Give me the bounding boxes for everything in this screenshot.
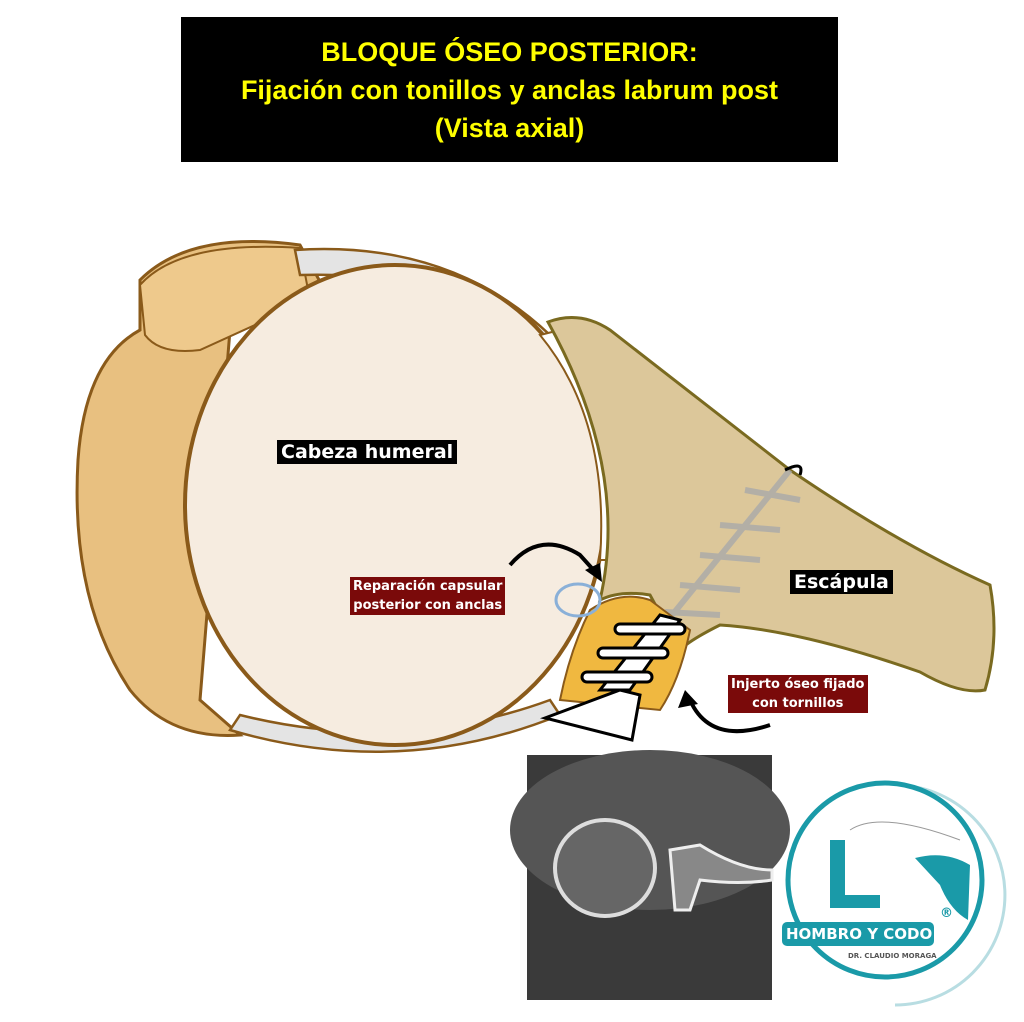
arrow-capsular [508, 542, 600, 577]
logo [782, 780, 1007, 1007]
title-line-3: (Vista axial) [434, 112, 585, 143]
title-line-2: Fijación con tonillos y anclas labrum po… [240, 74, 779, 105]
label-line: con tornillos [752, 696, 844, 711]
title-box: BLOQUE ÓSEO POSTERIOR: Fijación con toni… [181, 17, 838, 162]
ct-scan-image [510, 750, 790, 1000]
label-capsular-repair: Reparación capsular posterior con anclas [350, 577, 506, 615]
graft-screw [539, 613, 687, 742]
tuberosity [138, 245, 312, 352]
anchor-suture-loop [554, 582, 602, 618]
label-line: Injerto óseo fijado [731, 677, 865, 692]
glenoid-arc [784, 464, 803, 476]
label-line: posterior con anclas [353, 598, 503, 613]
label-line: Reparación capsular [353, 579, 503, 594]
arrow-graft [688, 699, 771, 734]
logo-registered: ® [940, 906, 953, 921]
label-bone-graft: Injerto óseo fijado con tornillos [728, 675, 868, 713]
logo-subtitle: DR. CLAUDIO MORAGA [848, 952, 937, 960]
scapula [545, 316, 996, 693]
label-scapula: Escápula [790, 570, 893, 594]
label-humeral-head: Cabeza humeral [277, 440, 458, 464]
arrow-head-graft [678, 690, 698, 708]
logo-name: HOMBRO Y CODO [786, 925, 933, 943]
glenoid-screw-faded [657, 468, 801, 632]
title-line-1: BLOQUE ÓSEO POSTERIOR: [321, 36, 698, 67]
arrow-head-capsular [585, 563, 602, 582]
